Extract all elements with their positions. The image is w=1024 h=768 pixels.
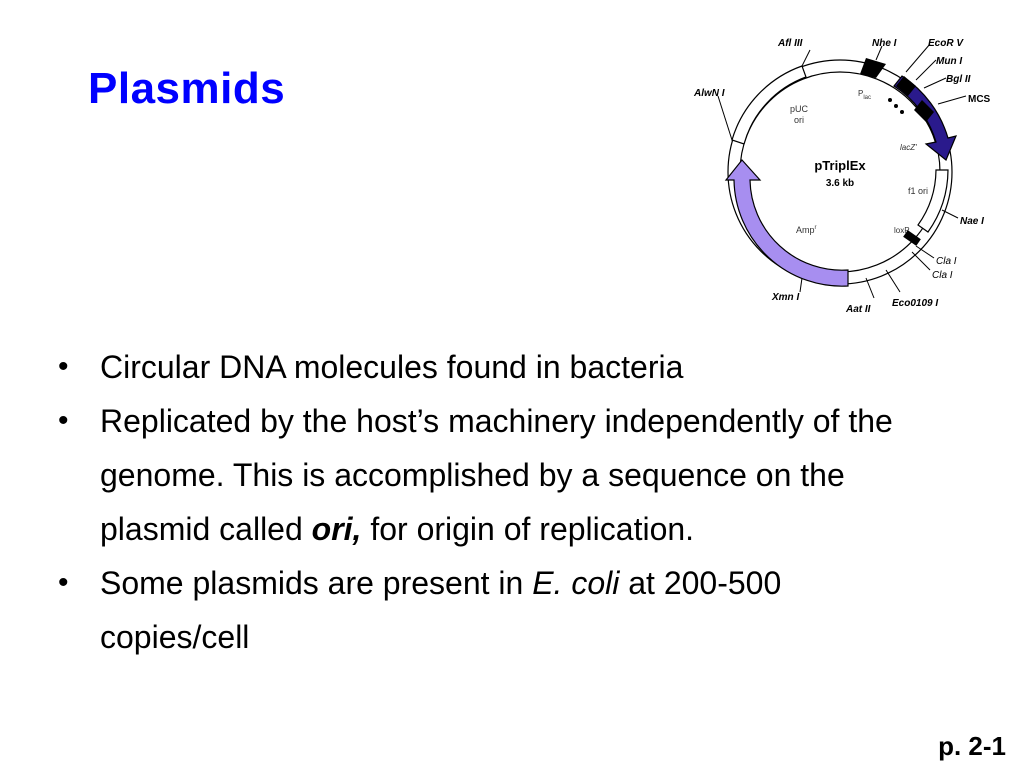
nhe-arrow [860, 58, 886, 78]
puc-ori-block [731, 65, 807, 145]
bullet-text-after: for origin of replication. [361, 511, 695, 547]
site-eco0109: Eco0109 I [892, 298, 938, 309]
bullet-item-1: • Circular DNA molecules found in bacter… [58, 340, 918, 394]
f1-ori-label: f1 ori [908, 186, 928, 196]
amp-arrow [724, 159, 849, 287]
amp-label: Ampr [796, 225, 817, 235]
site-nhe: Nhe I [872, 38, 897, 49]
bullet-list: • Circular DNA molecules found in bacter… [58, 340, 918, 664]
loxp-label: loxP [894, 226, 910, 235]
bullet-item-3: • Some plasmids are present in E. coli a… [58, 556, 918, 664]
site-ecorv: EcoR V [928, 38, 964, 49]
plac-dot-3 [900, 110, 904, 114]
bullet-dot: • [58, 404, 69, 437]
mcs-label: MCS [968, 94, 991, 105]
site-bgl: Bgl II [946, 74, 971, 85]
site-xmn: Xmn I [771, 292, 799, 303]
site-cla-1: Cla I [936, 256, 957, 267]
lacz-arrow [893, 75, 958, 161]
site-cla-2: Cla I [932, 270, 953, 281]
site-ticks [717, 43, 967, 299]
mcs-block-1 [896, 76, 916, 96]
bullet-item-2: • Replicated by the host’s machinery ind… [58, 394, 918, 556]
bullet-dot: • [58, 350, 69, 383]
plac-dot-2 [894, 104, 898, 108]
bullet-emphasis-ecoli: E. coli [532, 565, 620, 601]
bullet-dot: • [58, 566, 69, 599]
bullet-text-before: Replicated by the host’s machinery indep… [100, 403, 893, 547]
site-alwn: AlwN I [693, 88, 725, 99]
loxp-block [903, 230, 921, 246]
site-afl: Afl III [777, 38, 803, 49]
f1-ori-block [917, 169, 949, 233]
bullet-text-before: Some plasmids are present in [100, 565, 533, 601]
plac-dot-1 [888, 98, 892, 102]
site-aat: Aat II [845, 304, 871, 315]
page-number: p. 2-1 [938, 731, 1006, 761]
lacz-label: lacZ' [900, 143, 917, 152]
plasmid-name: pTriplEx [814, 158, 866, 173]
puc-ori-label-2: ori [794, 115, 804, 125]
plac-label: Plac [858, 89, 871, 101]
mcs-block-2 [914, 100, 934, 122]
slide-title: Plasmids [88, 64, 286, 113]
bullet-emphasis-ori: ori, [311, 511, 362, 547]
site-nae: Nae I [960, 216, 984, 227]
plasmid-map: pTriplEx 3.6 kb pUC ori Ampr Plac lacZ' … [693, 38, 991, 315]
puc-ori-label: pUC [790, 104, 809, 114]
bullet-text: Circular DNA molecules found in bacteria [100, 349, 684, 385]
plasmid-size: 3.6 kb [826, 178, 854, 189]
bullet-text-after: at 200-500 copies/cell [100, 565, 782, 655]
site-mun: Mun I [936, 56, 962, 67]
